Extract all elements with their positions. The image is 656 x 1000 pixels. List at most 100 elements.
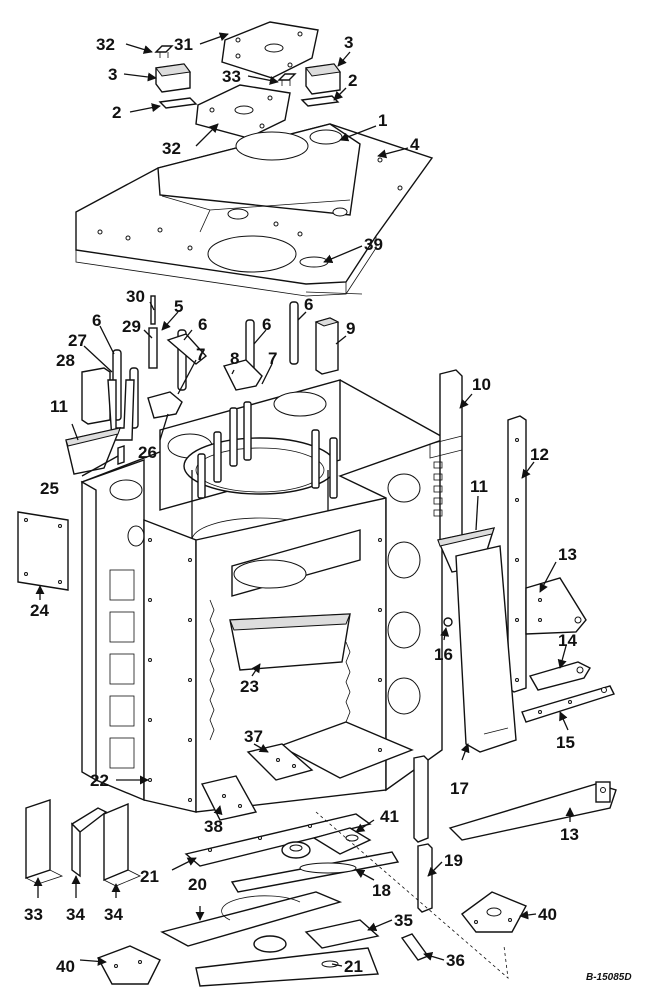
- callout-30: 29: [122, 317, 141, 336]
- callout-21: 21: [344, 957, 363, 976]
- callout-6: 6: [198, 315, 207, 334]
- callout-34: 34: [104, 905, 123, 924]
- callout-3: 3: [344, 33, 353, 52]
- bracket-35: [70, 807, 108, 878]
- callout-11: 11: [50, 397, 68, 416]
- callout-2: 2: [112, 103, 121, 122]
- callout-8: 8: [230, 349, 239, 368]
- callout-labels: 32 31 3 3 33 2 2 32 1 4 39 30 5 6 29 6 6…: [24, 33, 632, 983]
- bracket-34-left: [24, 799, 64, 885]
- pin-30-31: [148, 295, 158, 369]
- callout-3: 3: [108, 65, 117, 84]
- callout-16: 16: [434, 645, 453, 664]
- callout-13: 13: [560, 825, 579, 844]
- plate-11-left: [65, 427, 122, 475]
- callout-33: 33: [222, 67, 241, 86]
- clip-33-left: [154, 45, 174, 58]
- plate-42: [461, 891, 527, 933]
- bracket-34-right: [103, 802, 141, 887]
- bearing-43: [281, 827, 372, 859]
- panel-24: [229, 613, 351, 671]
- bracket-29: [81, 367, 111, 425]
- callout-20: 20: [188, 875, 207, 894]
- callout-22: 21: [140, 867, 159, 886]
- shim-2-left: [158, 97, 198, 109]
- rail-18: [230, 851, 400, 893]
- callout-17: 17: [450, 779, 469, 798]
- callout-5: 5: [174, 297, 183, 316]
- callout-4: 4: [410, 135, 420, 154]
- bolt-16: [443, 617, 453, 627]
- plate-38: [246, 743, 314, 781]
- plate-32-upper: [221, 21, 319, 79]
- callout-6: 6: [304, 295, 313, 314]
- callout-10: 10: [472, 375, 491, 394]
- callout-19: 19: [444, 851, 463, 870]
- arm-14: [528, 661, 591, 691]
- plate-32-lower: [195, 84, 291, 139]
- callout-35: 34: [66, 905, 85, 924]
- callout-2: 2: [348, 71, 357, 90]
- pin-26: [117, 445, 125, 465]
- callout-6: 6: [262, 315, 271, 334]
- callout-25: 24: [30, 601, 49, 620]
- callout-7: 7: [196, 345, 205, 364]
- callout-27: 26: [138, 443, 157, 462]
- leader-lines: [33, 32, 575, 967]
- callout-39: 38: [204, 817, 223, 836]
- plate-40: [97, 945, 161, 985]
- callout-23: 22: [90, 771, 109, 790]
- callout-36: 35: [394, 911, 413, 930]
- strip-19: [413, 755, 433, 913]
- plate-21: [195, 947, 379, 987]
- panel-17: [455, 545, 517, 753]
- bracket-7-8: [222, 359, 263, 391]
- callout-41: 39: [364, 235, 383, 254]
- main-frame: [80, 379, 450, 813]
- callout-33: 32: [96, 35, 115, 54]
- callout-12: 12: [530, 445, 549, 464]
- shim-2-right: [300, 95, 340, 107]
- callout-1: 1: [378, 111, 387, 130]
- callout-13: 13: [558, 545, 577, 564]
- drawing-reference: B-15085D: [586, 972, 632, 983]
- panel-25: [17, 511, 69, 591]
- post-9: [314, 317, 340, 375]
- callout-6: 6: [92, 311, 101, 330]
- callout-7: 7: [268, 349, 277, 368]
- bracket-13-upper: [525, 577, 587, 635]
- assembly-line: [315, 811, 509, 979]
- frame-20: [160, 891, 343, 953]
- callout-32: 32: [162, 139, 181, 158]
- plate-36: [304, 919, 380, 949]
- callout-28: 27: [68, 331, 87, 350]
- callout-43: 41: [380, 807, 399, 826]
- bracket-27-28: [107, 333, 208, 441]
- callout-24: 23: [240, 677, 259, 696]
- callout-26: 25: [40, 479, 59, 498]
- callout-18: 18: [372, 881, 391, 900]
- callout-34: 33: [24, 905, 43, 924]
- bar-37: [400, 933, 430, 961]
- callout-37: 36: [446, 951, 465, 970]
- callout-40: 40: [56, 957, 75, 976]
- clip-33-right: [277, 73, 297, 86]
- callout-9: 9: [346, 319, 355, 338]
- isolator-3-left: [155, 63, 191, 93]
- callout-15: 15: [556, 733, 575, 752]
- callout-31: 30: [126, 287, 145, 306]
- callout-38: 37: [244, 727, 263, 746]
- divider-rule: [305, 291, 363, 295]
- callout-14: 14: [558, 631, 577, 650]
- bar-12: [507, 415, 527, 693]
- bar-15: [521, 685, 615, 723]
- callout-32: 31: [174, 35, 193, 54]
- callout-11: 11: [470, 477, 488, 496]
- rods-6: [112, 301, 299, 429]
- callout-42: 40: [538, 905, 557, 924]
- callout-29: 28: [56, 351, 75, 370]
- arm-13-lower: [448, 781, 617, 841]
- isolator-3-right: [305, 63, 341, 95]
- top-frame-plate-4: [75, 123, 434, 297]
